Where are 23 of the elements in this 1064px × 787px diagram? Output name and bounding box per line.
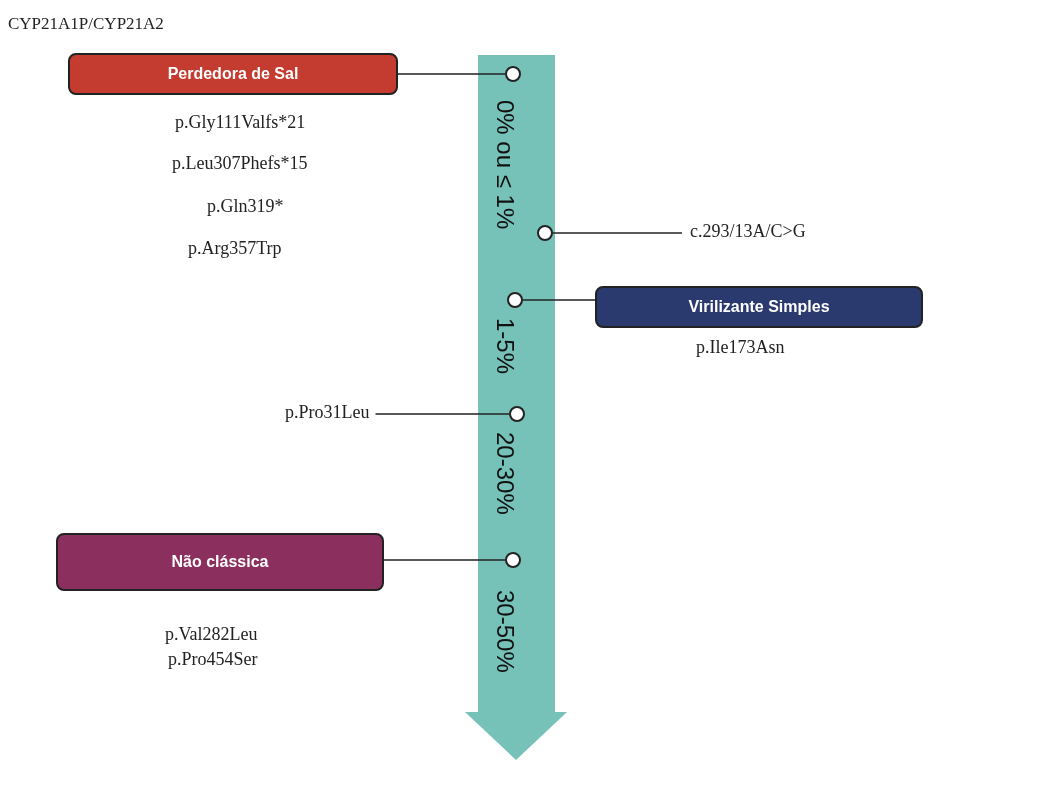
variant-label: p.Arg357Trp	[188, 238, 282, 259]
title: CYP21A1P/CYP21A2	[8, 14, 164, 34]
variant-label: p.Pro31Leu	[285, 402, 370, 423]
category-box: Virilizante Simples	[595, 286, 923, 328]
variant-label: p.Gly111Valfs*21	[175, 112, 306, 133]
scale-arrow	[465, 55, 567, 760]
variant-label: p.Val282Leu	[165, 624, 258, 645]
percentage-label: 30-50%	[491, 590, 519, 673]
connector-line	[552, 232, 683, 234]
connector-line	[383, 559, 506, 561]
connector-line	[374, 413, 510, 415]
percentage-label: 0% ou ≤ 1%	[491, 100, 519, 230]
percentage-label: 1-5%	[491, 318, 519, 375]
variant-label: p.Pro454Ser	[168, 649, 258, 670]
connector-line	[397, 73, 506, 75]
connector-line	[522, 299, 596, 301]
variant-label: p.Ile173Asn	[696, 337, 785, 358]
variant-label: p.Leu307Phefs*15	[172, 153, 308, 174]
variant-label: p.Gln319*	[207, 196, 284, 217]
percentage-label: 20-30%	[491, 432, 519, 515]
category-box: Perdedora de Sal	[68, 53, 398, 95]
category-box: Não clássica	[56, 533, 384, 591]
variant-label: c.293/13A/C>G	[690, 221, 806, 242]
